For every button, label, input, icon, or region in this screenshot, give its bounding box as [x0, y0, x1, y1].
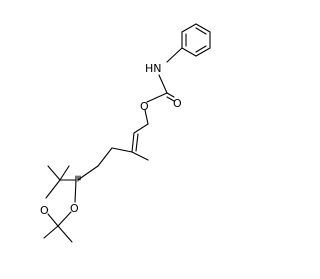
ring-oxygen-label: O [70, 202, 79, 215]
carbonyl-oxygen-label: O [173, 97, 182, 110]
phenyl-bond [195, 47, 211, 57]
gem-methyl-bond [57, 225, 73, 243]
molecule-drawing: HN O O O O [40, 23, 211, 243]
gem-methyl-bond [59, 165, 70, 181]
structure-canvas: HN O O O O [40, 23, 211, 243]
alkene-double-bond [135, 133, 139, 152]
allyl-bond [133, 123, 149, 134]
phenyl-bond [181, 47, 197, 57]
ring-bond [45, 179, 61, 199]
ester-oxygen-label: O [140, 100, 149, 113]
n-carbonyl-bond [158, 74, 168, 94]
ester-ch2-bond [144, 109, 149, 125]
alkene-double-bond [131, 132, 135, 153]
carbonyl-double-bond [166, 92, 175, 98]
phenyl-bond [181, 23, 197, 33]
chain-bond [84, 165, 99, 176]
phenyl-double-bond [195, 45, 207, 53]
ring-bond [74, 179, 77, 203]
ring-bond [57, 211, 72, 227]
phenyl-bond [195, 23, 211, 33]
gem-methyl-bond [43, 225, 59, 239]
gem-methyl-bond [47, 165, 61, 181]
nh-label: HN [145, 62, 162, 75]
carbonyl-ester-bond [146, 92, 168, 103]
methyl-bond [131, 151, 149, 161]
carbonyl-double-bond [166, 96, 175, 102]
chain-bond [97, 147, 113, 167]
n-phenyl-bond [166, 47, 183, 63]
ring-bond [47, 213, 59, 227]
phenyl-ring [181, 23, 211, 57]
chain-bond [111, 147, 133, 153]
ring-oxygen-label: O [40, 204, 49, 217]
hashed-wedge-bond [75, 174, 86, 183]
dioxolane-ring [45, 179, 77, 227]
phenyl-double-bond [195, 27, 207, 35]
